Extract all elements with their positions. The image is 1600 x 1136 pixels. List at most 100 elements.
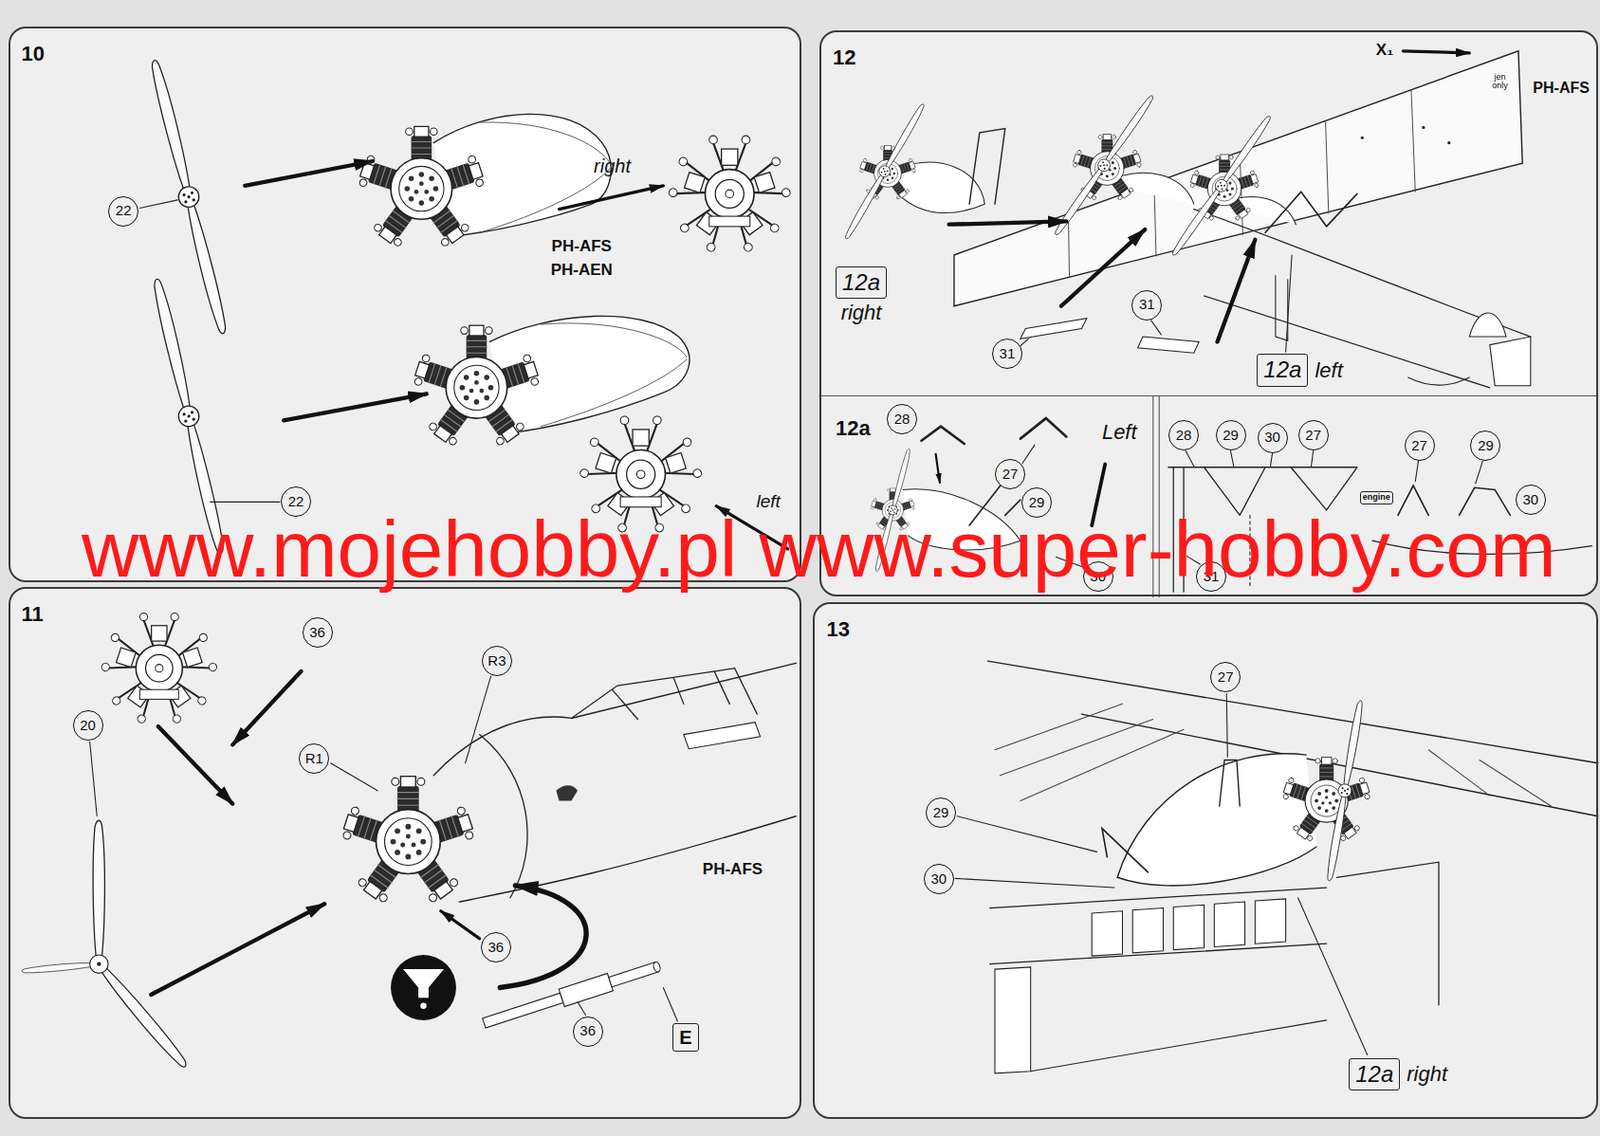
step-13-art bbox=[955, 661, 1599, 1074]
step-11-art bbox=[158, 726, 234, 805]
callout-number: 36 bbox=[579, 1023, 596, 1040]
callout-circle: R1 bbox=[298, 743, 330, 774]
step-11-art bbox=[232, 671, 301, 745]
callout-number: 27 bbox=[1305, 427, 1322, 444]
step-10-art bbox=[540, 323, 687, 427]
callout-circle: 29 bbox=[925, 797, 957, 828]
sub-step-number: 12a bbox=[835, 417, 871, 441]
callout-number: 22 bbox=[115, 202, 132, 220]
callout-number: 29 bbox=[933, 805, 950, 822]
step-11-art bbox=[441, 911, 480, 939]
step-13-art bbox=[1219, 760, 1241, 807]
step-10-art bbox=[412, 325, 541, 448]
axis-marker: X₁ bbox=[1376, 41, 1394, 60]
panel-ground bbox=[8, 26, 802, 583]
box-label: 12a bbox=[1263, 357, 1302, 383]
step-10-art bbox=[667, 135, 791, 254]
step-13-art bbox=[1091, 899, 1286, 957]
step-11-art bbox=[652, 961, 662, 974]
callout-circle: 28 bbox=[886, 404, 918, 435]
step-12-art bbox=[1194, 209, 1531, 388]
registration: PH-AFS bbox=[702, 861, 763, 880]
step-10-art bbox=[244, 161, 372, 186]
step-12-art bbox=[1421, 126, 1425, 129]
step-11-art bbox=[499, 885, 587, 989]
step-10-art bbox=[139, 200, 279, 502]
box-label: 12a bbox=[1355, 1062, 1394, 1087]
step-12-art bbox=[1402, 51, 1470, 54]
registration: PH-AEN bbox=[551, 261, 613, 280]
callout-number: 30 bbox=[930, 871, 947, 888]
direction-note: Left bbox=[1102, 421, 1138, 444]
callout-circle: 27 bbox=[1404, 430, 1435, 461]
registration: PH-AFS bbox=[551, 238, 612, 257]
step-12-art bbox=[1061, 229, 1145, 307]
callout-circle: 27 bbox=[1210, 662, 1241, 693]
step-12-art bbox=[1489, 336, 1531, 387]
step-11-art bbox=[555, 785, 578, 801]
box-label: 12a bbox=[842, 270, 881, 295]
step-12-art bbox=[1415, 460, 1483, 484]
step-13-art bbox=[955, 694, 1368, 1056]
callout-circle: 36 bbox=[572, 1016, 604, 1048]
box-label: engine bbox=[1362, 493, 1391, 503]
callout-number: 20 bbox=[79, 717, 96, 735]
callout-circle: 27 bbox=[1298, 420, 1329, 451]
step-11-art bbox=[340, 776, 476, 905]
callout-circle: 31 bbox=[992, 338, 1023, 369]
step-11-art bbox=[480, 957, 663, 1033]
panel-ground bbox=[8, 587, 802, 1121]
step-11-art bbox=[403, 969, 444, 998]
callout-number: 28 bbox=[1176, 427, 1193, 444]
side-label: right bbox=[841, 301, 883, 325]
step-11-art bbox=[683, 722, 761, 750]
direction-note: right bbox=[593, 155, 631, 177]
step-11-art bbox=[608, 962, 659, 988]
callout-circle: R3 bbox=[481, 645, 513, 677]
step-11-art bbox=[100, 612, 218, 724]
callout-circle: 29 bbox=[1470, 430, 1501, 461]
callout-circle: 30 bbox=[923, 864, 955, 895]
callout-number: 31 bbox=[1139, 296, 1156, 313]
step-12-art bbox=[1020, 318, 1199, 354]
step-11-art bbox=[479, 735, 528, 899]
step-panel: 113620R3R13636E bbox=[8, 587, 802, 1121]
callout-circle: 28 bbox=[1168, 420, 1199, 451]
step-ref-box: 12aright bbox=[835, 266, 887, 299]
step-number: 10 bbox=[21, 41, 45, 67]
step-11-art bbox=[150, 903, 325, 995]
callout-number: 28 bbox=[894, 411, 911, 428]
callout-number: 27 bbox=[1217, 669, 1234, 686]
step-11-art bbox=[90, 955, 109, 974]
callout-circle: 36 bbox=[480, 932, 512, 963]
callout-number: 36 bbox=[488, 939, 505, 957]
step-number: 13 bbox=[826, 617, 849, 643]
side-label: right bbox=[1406, 1063, 1448, 1086]
step-11-art bbox=[482, 993, 564, 1029]
callout-circle: 22 bbox=[108, 196, 139, 227]
step-12-art bbox=[1360, 136, 1364, 140]
step-13-art bbox=[1030, 1020, 1327, 1072]
callout-circle: 30 bbox=[1257, 422, 1288, 454]
step-number: 11 bbox=[21, 602, 44, 627]
step-ref-box: E bbox=[672, 1023, 699, 1052]
callout-circle: 20 bbox=[73, 710, 104, 741]
step-11-art bbox=[390, 955, 457, 1021]
step-12-art bbox=[969, 128, 1006, 205]
step-12-art bbox=[949, 220, 1067, 224]
step-12-art bbox=[841, 101, 929, 241]
callout-number: 31 bbox=[999, 346, 1016, 363]
step-11-art bbox=[420, 1003, 426, 1010]
step-13-art bbox=[1322, 699, 1367, 883]
step-12-art bbox=[1050, 92, 1159, 239]
callout-circle: 29 bbox=[1215, 420, 1247, 451]
step-10-art bbox=[479, 122, 611, 233]
step-11-art bbox=[21, 820, 190, 1070]
callout-number: 29 bbox=[1477, 438, 1494, 455]
callout-number: 27 bbox=[1002, 466, 1019, 483]
step-10-art bbox=[283, 393, 427, 421]
step-12-art bbox=[1217, 239, 1256, 343]
step-12-art bbox=[954, 51, 1523, 307]
side-label: left bbox=[1314, 358, 1343, 382]
